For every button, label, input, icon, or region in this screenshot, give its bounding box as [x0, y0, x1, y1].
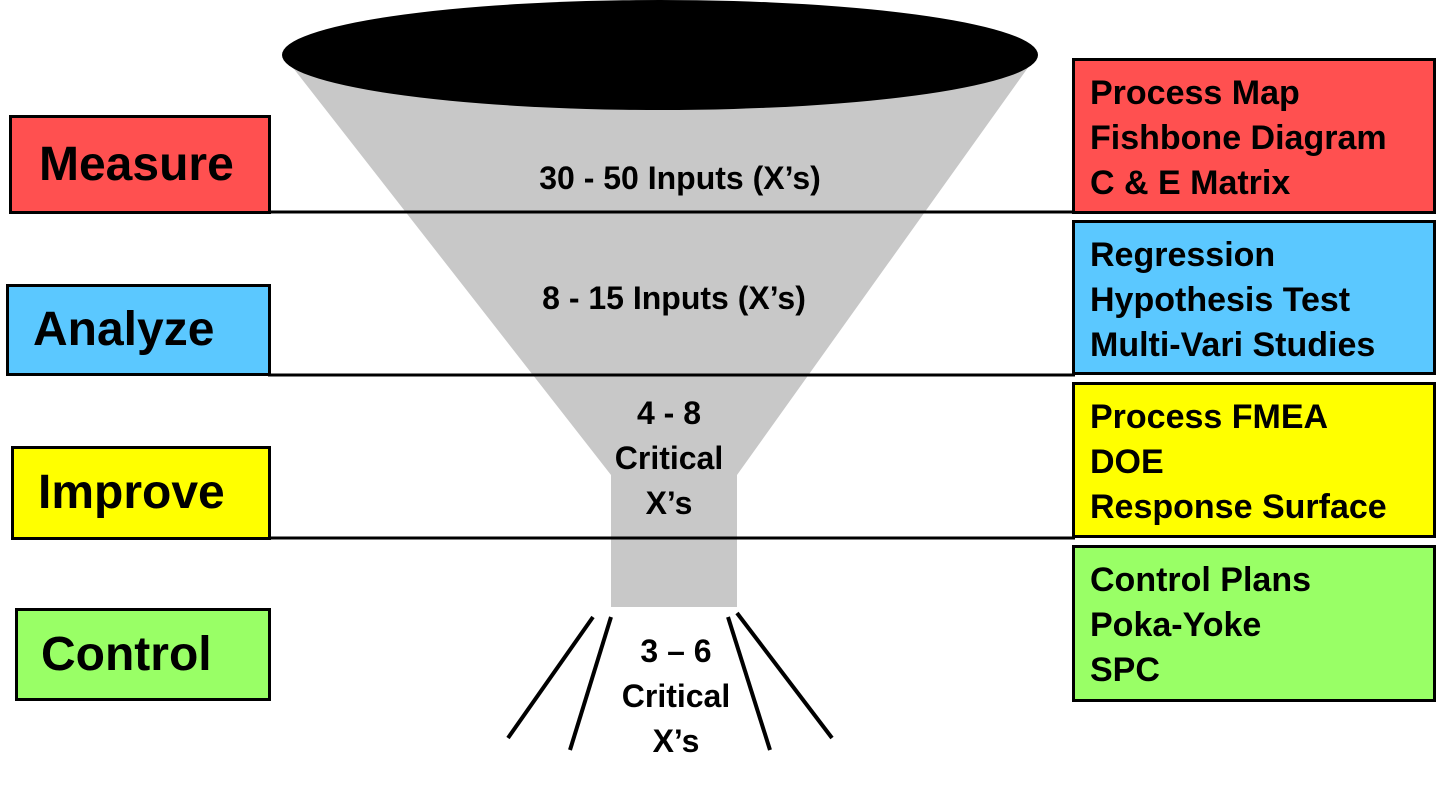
funnel-label-line: 30 - 50 Inputs (X’s): [539, 160, 821, 196]
output-stream-line: [726, 616, 772, 751]
tool-item: Response Surface: [1090, 488, 1387, 526]
funnel-label-line: Critical: [614, 440, 724, 476]
output-stream-line: [568, 616, 613, 751]
funnel-label-line: X’s: [652, 723, 700, 759]
tool-item: C & E Matrix: [1090, 164, 1291, 202]
tool-item: Poka-Yoke: [1090, 606, 1262, 644]
tool-item: Process FMEA: [1090, 398, 1329, 436]
tool-item: Process Map: [1090, 74, 1300, 112]
funnel-label-line: X’s: [645, 485, 693, 521]
funnel-label-control: 3 – 6 Critical X’s: [576, 629, 776, 764]
tool-item: SPC: [1090, 651, 1160, 689]
tools-control-box: Control Plans Poka-Yoke SPC: [1072, 545, 1436, 702]
tool-item: Control Plans: [1090, 561, 1312, 599]
output-stream-line: [735, 611, 834, 740]
funnel-mouth: [282, 0, 1038, 110]
tools-measure-box: Process Map Fishbone Diagram C & E Matri…: [1072, 58, 1436, 214]
phase-control-label: Control: [41, 627, 212, 681]
funnel-label-line: Critical: [621, 678, 731, 714]
phase-control-box: Control: [15, 608, 271, 701]
funnel-label-line: 3 – 6: [640, 633, 712, 669]
phase-improve-label: Improve: [38, 466, 225, 519]
phase-measure-box: Measure: [9, 115, 271, 214]
phase-improve-box: Improve: [11, 446, 271, 540]
tools-analyze-box: Regression Hypothesis Test Multi-Vari St…: [1072, 220, 1436, 375]
funnel-body: [283, 55, 1037, 607]
tool-item: Regression: [1090, 236, 1276, 274]
output-stream-line: [506, 615, 595, 740]
funnel-label-line: 8 - 15 Inputs (X’s): [542, 280, 806, 316]
tool-item: Fishbone Diagram: [1090, 119, 1387, 157]
tool-item: Multi-Vari Studies: [1090, 326, 1376, 364]
funnel-label-analyze: 8 - 15 Inputs (X’s): [474, 276, 874, 321]
funnel-label-line: 4 - 8: [636, 395, 702, 431]
tools-improve-box: Process FMEA DOE Response Surface: [1072, 382, 1436, 538]
phase-analyze-label: Analyze: [33, 303, 215, 356]
funnel-label-improve: 4 - 8 Critical X’s: [569, 391, 769, 526]
tool-item: Hypothesis Test: [1090, 281, 1351, 319]
tool-item: DOE: [1090, 443, 1164, 481]
phase-analyze-box: Analyze: [6, 284, 271, 376]
phase-measure-label: Measure: [39, 137, 234, 191]
funnel-label-measure: 30 - 50 Inputs (X’s): [480, 156, 880, 201]
